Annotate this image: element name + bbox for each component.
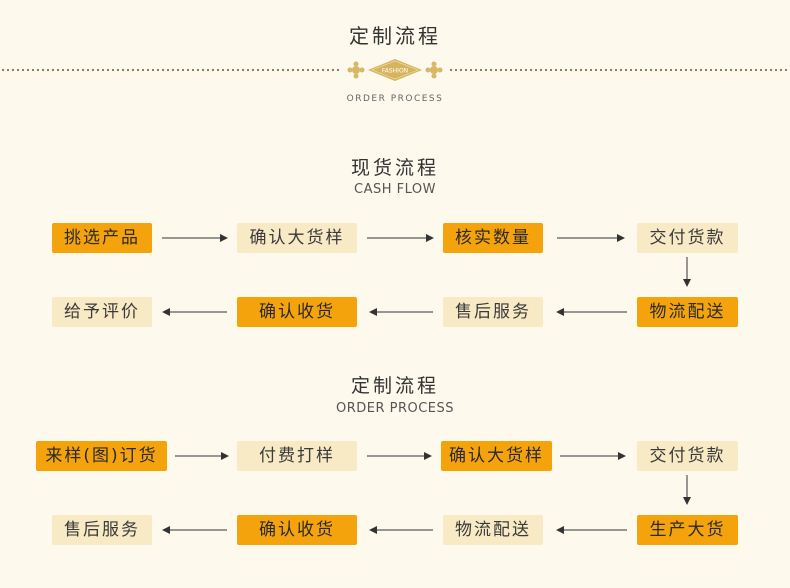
order-step-confirm-receipt: 确认收货 <box>237 515 357 545</box>
page-title: 定制流程 <box>349 24 441 48</box>
cash-step-confirm-sample: 确认大货样 <box>237 223 357 253</box>
order-step-pay-sampling: 付费打样 <box>237 441 357 471</box>
cash-flow-subtitle: CASH FLOW <box>354 182 436 197</box>
fashion-badge-label: FASHION <box>382 68 408 75</box>
cash-step-pay: 交付货款 <box>637 223 738 253</box>
cash-step-verify-quantity: 核实数量 <box>443 223 543 253</box>
ornamental-divider: FASHION <box>2 59 788 81</box>
cash-step-shipping: 物流配送 <box>637 297 738 327</box>
order-step-shipping: 物流配送 <box>443 515 543 545</box>
order-step-sample-order: 来样(图)订货 <box>36 441 167 471</box>
cash-flow-title: 现货流程 <box>350 157 439 179</box>
order-step-after-sales: 售后服务 <box>52 515 152 545</box>
order-step-pay: 交付货款 <box>637 441 738 471</box>
header-subtitle: ORDER PROCESS <box>346 94 444 104</box>
fashion-badge: FASHION <box>368 59 422 81</box>
order-step-confirm-sample: 确认大货样 <box>441 441 552 471</box>
order-process-subtitle: ORDER PROCESS <box>335 401 455 416</box>
ornament-right-icon <box>425 61 443 79</box>
cash-step-select-product: 挑选产品 <box>52 223 152 253</box>
order-process-title: 定制流程 <box>350 375 439 397</box>
cash-step-review: 给予评价 <box>52 297 152 327</box>
cash-step-confirm-receipt: 确认收货 <box>237 297 357 327</box>
ornament-left-icon <box>347 61 365 79</box>
order-step-mass-production: 生产大货 <box>637 515 738 545</box>
cash-step-after-sales: 售后服务 <box>443 297 543 327</box>
